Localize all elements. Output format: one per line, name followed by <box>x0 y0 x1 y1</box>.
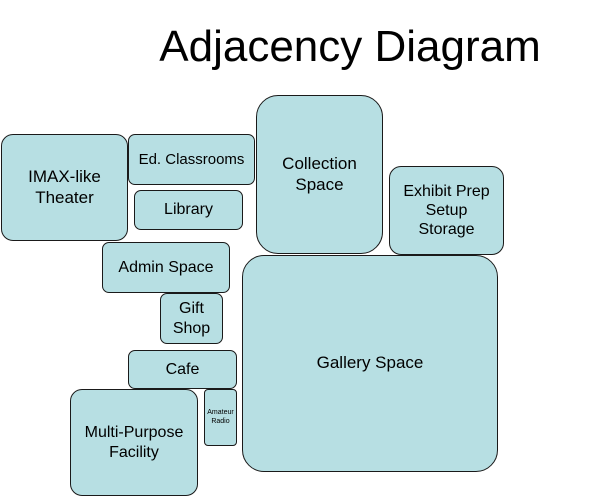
imax-theater-box: IMAX-like Theater <box>1 134 128 241</box>
gift-shop-box: Gift Shop <box>160 293 223 344</box>
multi-purpose-facility-box: Multi-Purpose Facility <box>70 389 198 496</box>
admin-space-box: Admin Space <box>102 242 230 293</box>
amateur-radio-box: Amateur Radio <box>204 389 237 446</box>
gallery-space-box: Gallery Space <box>242 255 498 472</box>
diagram-title: Adjacency Diagram <box>159 22 541 71</box>
exhibit-prep-box: Exhibit Prep Setup Storage <box>389 166 504 255</box>
cafe-box: Cafe <box>128 350 237 389</box>
ed-classrooms-box: Ed. Classrooms <box>128 134 255 185</box>
collection-space-box: Collection Space <box>256 95 383 254</box>
library-box: Library <box>134 190 243 230</box>
